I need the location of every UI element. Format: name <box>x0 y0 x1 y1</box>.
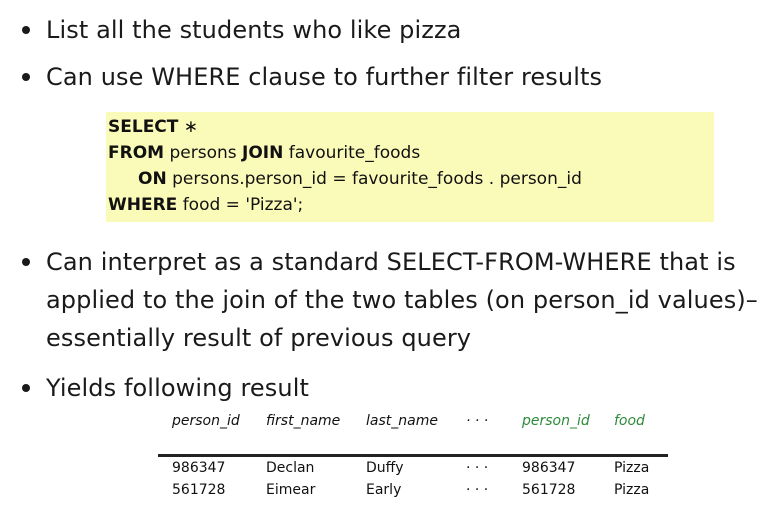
bullet-text-line: applied to the join of the two tables (o… <box>46 286 758 314</box>
table-row: 986347 Declan Duffy · · · 986347 Pizza <box>158 457 668 479</box>
table-cell: Duffy <box>366 460 404 476</box>
bullet-text-line: Can interpret as a standard SELECT-FROM-… <box>46 248 736 276</box>
bullet-text: List all the students who like pizza <box>46 16 462 44</box>
sql-text: favourite_foods <box>283 143 421 163</box>
bullet-dot <box>22 258 30 266</box>
bullet-text-line: essentially result of previous query <box>46 324 472 352</box>
sql-code-block: SELECT ∗ FROM persons JOIN favourite_foo… <box>106 112 714 222</box>
sql-text: persons.person_id = favourite_foods . pe… <box>166 169 582 189</box>
sql-keyword: WHERE <box>108 195 178 215</box>
sql-keyword: ON <box>138 169 167 189</box>
table-cell: Early <box>366 482 402 498</box>
table-cell: 561728 <box>522 482 576 498</box>
table-cell: · · · <box>466 482 489 498</box>
table-rule <box>158 454 668 457</box>
table-cell: 561728 <box>172 482 226 498</box>
bullet-dot <box>22 73 30 81</box>
table-cell: Eimear <box>266 482 316 498</box>
code-line-on: ON persons.person_id = favourite_foods .… <box>108 166 714 192</box>
table-cell: 986347 <box>172 460 226 476</box>
sql-text: ∗ <box>178 117 199 137</box>
sql-text: persons <box>164 143 243 163</box>
bullet-dot <box>22 384 30 392</box>
sql-keyword: SELECT <box>108 117 179 137</box>
table-cell: Pizza <box>614 482 650 498</box>
sql-keyword: JOIN <box>242 143 284 163</box>
code-line-select: SELECT ∗ <box>108 114 714 140</box>
column-header: person_id <box>172 413 240 429</box>
column-header-ellipsis: · · · <box>466 413 489 429</box>
table-cell: Declan <box>266 460 315 476</box>
bullet-interpretation: Can interpret as a standard SELECT-FROM-… <box>22 243 762 357</box>
bullet-yields-result: Yields following result <box>22 369 762 407</box>
table-cell: · · · <box>466 460 489 476</box>
column-header: person_id <box>522 413 590 429</box>
bullet-where-clause: Can use WHERE clause to further filter r… <box>22 58 762 96</box>
column-header: food <box>614 413 645 429</box>
column-header: last_name <box>366 413 438 429</box>
table-cell: Pizza <box>614 460 650 476</box>
bullet-text: Can use WHERE clause to further filter r… <box>46 63 603 91</box>
code-line-where: WHERE food = 'Pizza'; <box>108 192 714 218</box>
sql-keyword: FROM <box>108 143 165 163</box>
result-table: person_id first_name last_name · · · per… <box>158 410 668 498</box>
table-header-row: person_id first_name last_name · · · per… <box>158 410 668 436</box>
table-row: 561728 Eimear Early · · · 561728 Pizza <box>158 479 668 501</box>
column-header: first_name <box>266 413 341 429</box>
table-cell: 986347 <box>522 460 576 476</box>
sql-text: food = 'Pizza'; <box>177 195 304 215</box>
bullet-list-students: List all the students who like pizza <box>22 11 762 49</box>
bullet-dot <box>22 26 30 34</box>
code-line-from: FROM persons JOIN favourite_foods <box>108 140 714 166</box>
table-body: 986347 Declan Duffy · · · 986347 Pizza 5… <box>158 457 668 501</box>
bullet-text: Yields following result <box>46 374 309 402</box>
